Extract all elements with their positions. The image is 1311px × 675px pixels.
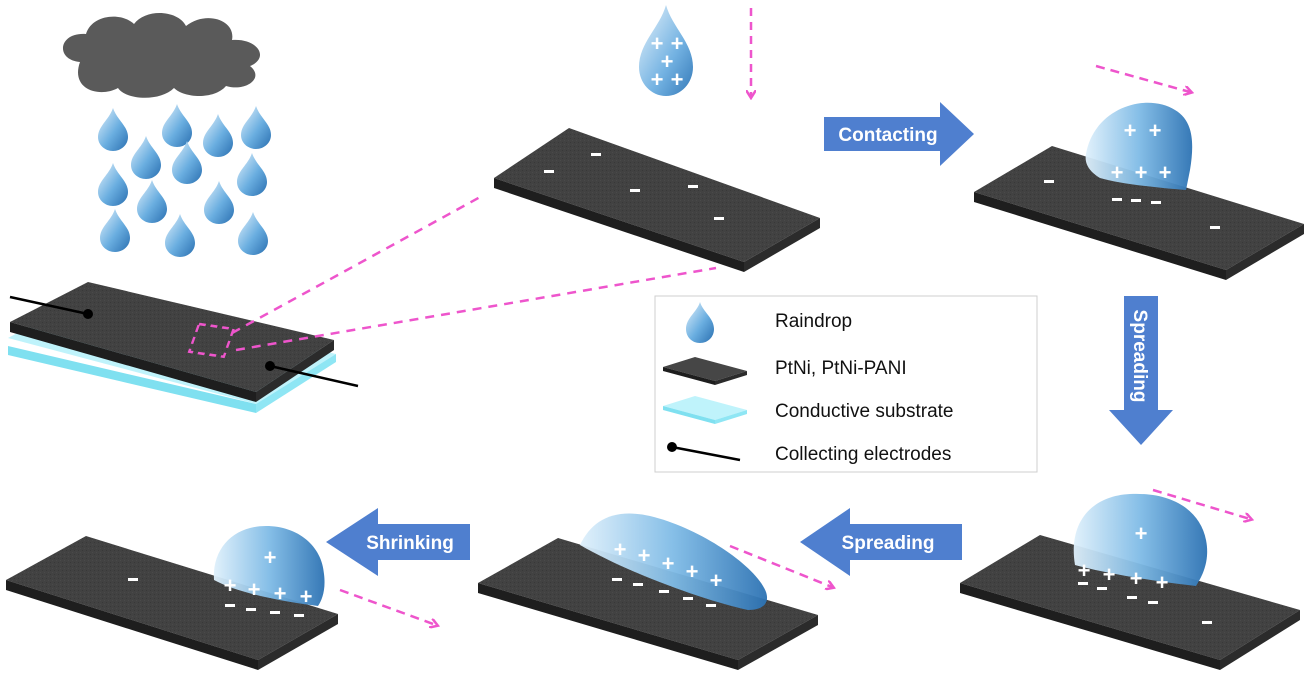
collecting-electrode-left bbox=[9, 295, 93, 319]
motion-arrow-shrinking bbox=[339, 588, 436, 625]
film-panel-spreading-2 bbox=[478, 538, 818, 670]
contact-raindrop-icon: ++ +++ bbox=[1085, 102, 1193, 190]
svg-text:+: + bbox=[274, 581, 287, 606]
raindrop-icon bbox=[241, 106, 271, 149]
zoom-guide-lines bbox=[231, 194, 717, 352]
legend-box bbox=[654, 295, 1038, 473]
negative-charges bbox=[544, 153, 724, 220]
svg-text:+: + bbox=[710, 568, 723, 593]
legend: Raindrop PtNi, PtNi-PANI Conductive subs… bbox=[654, 295, 1038, 473]
raindrop-icon bbox=[172, 141, 202, 184]
raindrop-icon bbox=[203, 114, 233, 157]
shrinking-raindrop-icon: + ++++ bbox=[213, 526, 325, 609]
svg-text:+: + bbox=[224, 573, 237, 598]
raindrop-icon bbox=[237, 153, 267, 196]
motion-arrow-spreading-2 bbox=[729, 544, 832, 587]
svg-text:+: + bbox=[1130, 566, 1143, 591]
shrinking-label: Shrinking bbox=[366, 533, 454, 554]
legend-label-raindrop: Raindrop bbox=[775, 311, 852, 332]
film-panel-shrinking bbox=[6, 536, 338, 670]
legend-electrode-icon bbox=[667, 442, 741, 462]
film-panel-spreading-1 bbox=[960, 535, 1300, 670]
svg-text:+: + bbox=[1135, 521, 1148, 546]
motion-arrow-spreading-1 bbox=[1152, 488, 1250, 519]
raindrop-icon bbox=[137, 180, 167, 223]
shrinking-arrow: Shrinking bbox=[326, 508, 470, 576]
motion-arrow-contacting bbox=[1095, 64, 1190, 92]
legend-film-icon bbox=[663, 357, 747, 385]
svg-text:+: + bbox=[614, 537, 627, 562]
legend-substrate-icon bbox=[663, 396, 747, 424]
svg-text:+: + bbox=[300, 584, 313, 609]
collecting-electrode-right bbox=[265, 361, 359, 388]
spreading-left-arrow: Spreading bbox=[800, 508, 962, 576]
svg-text:+: + bbox=[651, 31, 664, 56]
legend-label-electrodes: Collecting electrodes bbox=[775, 444, 951, 465]
spreading-raindrop-icon-1: + + + + + bbox=[1073, 493, 1208, 595]
svg-text:+: + bbox=[638, 543, 651, 568]
svg-text:+: + bbox=[248, 577, 261, 602]
svg-text:+: + bbox=[1159, 160, 1172, 185]
svg-text:+: + bbox=[1124, 118, 1137, 143]
svg-text:+: + bbox=[662, 551, 675, 576]
spreading-down-label: Spreading bbox=[1129, 310, 1150, 403]
cloud-icon bbox=[62, 12, 261, 98]
svg-text:+: + bbox=[1156, 570, 1169, 595]
svg-text:+: + bbox=[1149, 118, 1162, 143]
svg-text:+: + bbox=[1135, 160, 1148, 185]
svg-text:+: + bbox=[671, 67, 684, 92]
svg-text:+: + bbox=[264, 545, 277, 570]
device bbox=[8, 282, 359, 413]
svg-text:+: + bbox=[651, 67, 664, 92]
svg-text:+: + bbox=[1103, 562, 1116, 587]
spreading-left-label: Spreading bbox=[842, 533, 935, 554]
zoom-region-box bbox=[187, 322, 236, 359]
raindrop-icon bbox=[238, 212, 268, 255]
raindrop-icon bbox=[100, 209, 130, 252]
svg-text:+: + bbox=[1078, 558, 1091, 583]
raindrop-icon bbox=[162, 104, 192, 147]
raindrop-icon bbox=[98, 163, 128, 206]
film-panel-contacting bbox=[974, 146, 1304, 280]
spreading-raindrop-icon-2: + + + + + bbox=[580, 513, 768, 610]
film-panel-initial bbox=[494, 128, 820, 272]
raindrops-group bbox=[98, 104, 271, 257]
contacting-arrow: Contacting bbox=[824, 102, 974, 166]
legend-raindrop-icon bbox=[686, 302, 714, 343]
svg-text:+: + bbox=[686, 559, 699, 584]
raindrop-icon bbox=[131, 136, 161, 179]
contacting-label: Contacting bbox=[838, 125, 937, 146]
svg-text:+: + bbox=[1111, 160, 1124, 185]
spreading-down-arrow: Spreading bbox=[1109, 296, 1173, 445]
legend-label-film: PtNi, PtNi-PANI bbox=[775, 358, 907, 379]
legend-label-substrate: Conductive substrate bbox=[775, 401, 954, 422]
raindrop-icon bbox=[165, 214, 195, 257]
svg-text:+: + bbox=[661, 49, 674, 74]
raindrop-icon bbox=[204, 181, 234, 224]
falling-raindrop-icon: ++ + ++ bbox=[639, 5, 693, 96]
svg-text:+: + bbox=[671, 31, 684, 56]
raindrop-icon bbox=[98, 108, 128, 151]
